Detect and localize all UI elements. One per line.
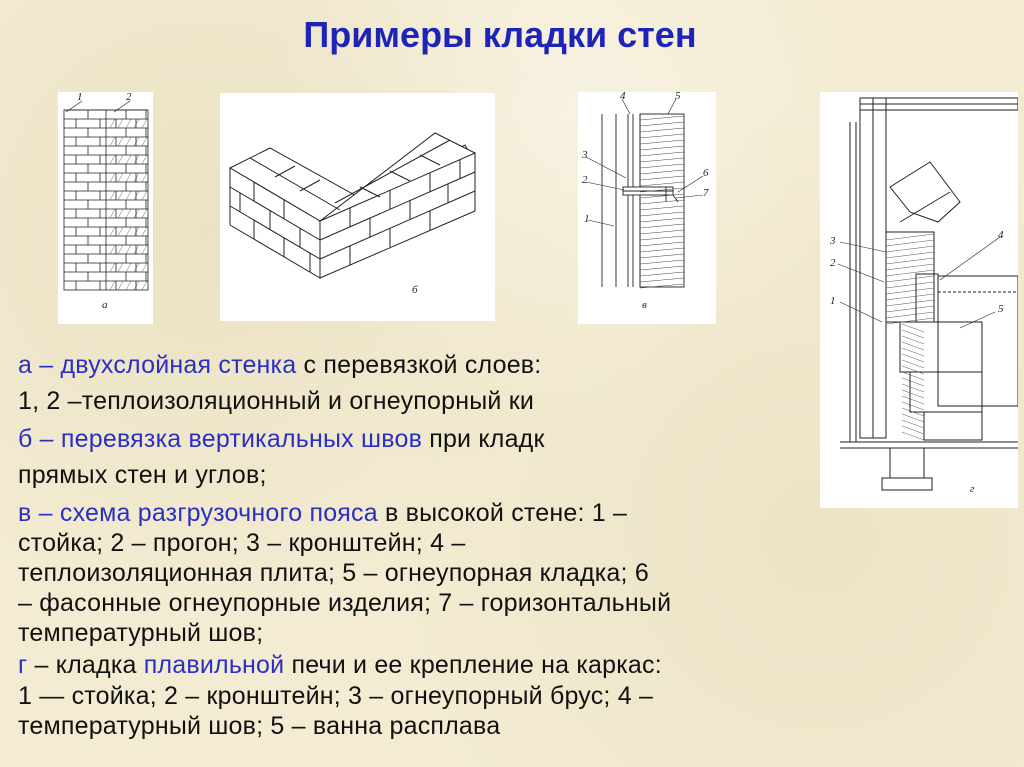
caption-g-line2: 1 — стойка; 2 – кронштейн; 3 – огнеупорн… xyxy=(18,682,654,710)
caption-v-line5: температурный шов; xyxy=(18,619,264,647)
caption-v-text: в высокой стене: 1 – xyxy=(377,499,628,527)
caption-g-line1: г – кладка плавильной печи и ее креплени… xyxy=(18,652,662,679)
caption-b-text: при кладк xyxy=(422,425,545,453)
caption-b-key: б – xyxy=(18,425,54,453)
callout-5: 5 xyxy=(675,92,681,102)
callout-3: 3 xyxy=(581,149,588,161)
callout-1: 1 xyxy=(830,295,836,307)
caption-a-term: двухслойная стенка xyxy=(53,351,297,379)
figure-a-label: а xyxy=(102,299,108,311)
caption-a-text: с перевязкой слоев: xyxy=(296,351,542,379)
caption-g-term: плавильной xyxy=(143,651,285,679)
caption-v-key: в – xyxy=(18,499,53,527)
callout-7: 7 xyxy=(703,187,709,199)
figure-b-corner-bond: б xyxy=(220,93,495,321)
caption-b-line1: б – перевязка вертикальных швов при клад… xyxy=(18,426,545,453)
callout-5: 5 xyxy=(998,303,1004,315)
callout-2: 2 xyxy=(830,257,836,269)
callout-3: 3 xyxy=(829,235,836,247)
caption-a-key: а – xyxy=(18,351,54,379)
caption-v-line1: в – схема разгрузочного пояса в высокой … xyxy=(18,500,627,527)
callout-4: 4 xyxy=(998,229,1004,241)
callout-1: 1 xyxy=(77,92,83,103)
caption-g-text2: печи и ее крепление на каркас: xyxy=(284,651,662,679)
callout-2: 2 xyxy=(126,92,132,103)
figure-a-two-layer-wall: 1 2 а xyxy=(58,92,153,324)
caption-b-line2: прямых стен и углов; xyxy=(18,461,267,489)
caption-a-line1: а – двухслойная стенка с перевязкой слое… xyxy=(18,352,541,379)
caption-a-line2: 1, 2 –теплоизоляционный и огнеупорный ки xyxy=(18,387,535,415)
figure-b-label: б xyxy=(412,284,418,296)
slide-title: Примеры кладки стен xyxy=(303,14,697,55)
caption-v-line4: – фасонные огнеупорные изделия; 7 – гори… xyxy=(18,589,672,617)
caption-g-text: – кладка xyxy=(27,651,144,679)
caption-v-term: схема разгрузочного пояса xyxy=(52,499,378,527)
caption-g-line3: температурный шов; 5 – ванна расплава xyxy=(18,712,501,740)
callout-2: 2 xyxy=(582,174,588,186)
figure-g-furnace-masonry: 3 2 1 4 5 г xyxy=(820,92,1018,508)
figure-v-label: в xyxy=(642,299,647,311)
figure-v-relieving-belt: 4 5 3 2 1 6 7 в xyxy=(578,92,716,324)
caption-b-term: перевязка вертикальных швов xyxy=(53,425,423,453)
callout-1: 1 xyxy=(584,213,590,225)
caption-g-key: г xyxy=(18,651,28,679)
caption-v-line2: стойка; 2 – прогон; 3 – кронштейн; 4 – xyxy=(18,529,466,557)
callout-4: 4 xyxy=(620,92,626,102)
caption-v-line3: теплоизоляционная плита; 5 – огнеупорная… xyxy=(18,559,649,587)
figure-g-label: г xyxy=(970,483,975,495)
callout-6: 6 xyxy=(703,167,709,179)
